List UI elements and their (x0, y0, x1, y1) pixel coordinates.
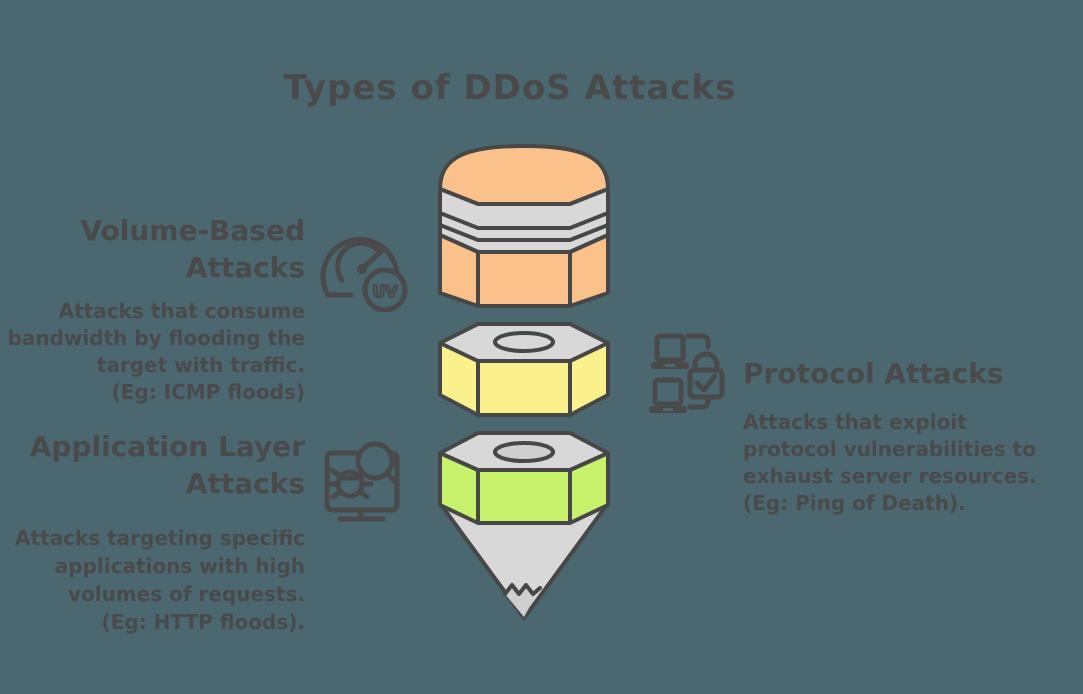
magnifier-lens (355, 441, 395, 481)
gauge-uv-icon: UV (320, 236, 408, 312)
laptop-screen (652, 377, 684, 407)
description-volume-based-attacks: Attacks that consume bandwidth by floodi… (7, 299, 305, 404)
page-title: Types of DDoS Attacks (283, 68, 737, 108)
heading-application-layer-attacks: Application Layer Attacks (29, 430, 305, 500)
ferrule-stripe (438, 211, 610, 230)
laptop-base-notch (665, 364, 675, 367)
pencil-section-volume (438, 233, 610, 308)
pencil-illustration (438, 144, 610, 620)
heading-volume-based-attacks: Volume-Based Attacks (80, 214, 305, 284)
uv-badge-text: UV (372, 282, 398, 301)
nut-hole-graphite (493, 441, 555, 463)
magnifier-handle (384, 470, 399, 486)
gauge-dial-arc (335, 240, 383, 283)
pencil-eraser (438, 144, 610, 206)
exchange-arrow-top (685, 333, 711, 350)
gauge-housing (320, 236, 400, 298)
bug-leg (357, 489, 370, 500)
exchange-arrow-bottom (687, 394, 711, 410)
pencil-tip-crack (503, 583, 542, 596)
laptop-screen (654, 333, 686, 363)
description-application-layer-attacks: Attacks targeting specific applications … (14, 526, 305, 634)
heading-protocol-attacks: Protocol Attacks (743, 357, 1004, 390)
nut-hole (493, 331, 555, 353)
lock-checkmark (694, 373, 718, 393)
laptops-lock-icon (649, 333, 725, 413)
monitor-bug-search-icon (324, 441, 400, 522)
lock-shackle (692, 351, 720, 374)
bug-leg (330, 489, 343, 500)
gauge-needle-hub (357, 264, 367, 274)
ferrule-stripe (438, 223, 610, 242)
description-protocol-attacks: Attacks that exploit protocol vulnerabil… (743, 410, 1037, 515)
uv-badge-circle (362, 267, 408, 312)
bug-leg (328, 467, 342, 478)
laptop-base-notch (663, 408, 673, 411)
